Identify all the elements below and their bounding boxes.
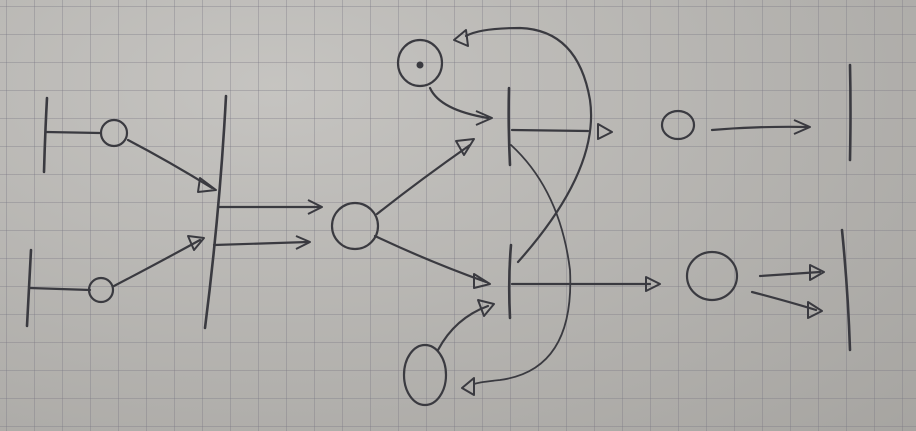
arrowhead-open	[473, 273, 491, 289]
arrowhead-open	[807, 301, 823, 319]
token	[416, 61, 424, 69]
arrowhead-open	[455, 138, 475, 156]
central-place	[330, 201, 380, 251]
arc-place-bottom-to-transition	[112, 238, 202, 288]
arrowhead-open	[597, 123, 613, 140]
arc-upper-transition-out	[510, 128, 590, 133]
arrowhead-open	[461, 377, 475, 396]
arrowhead-open	[295, 235, 311, 250]
sink-bar-lower	[840, 228, 852, 352]
input-bar-top	[42, 96, 49, 174]
arc-place-top-to-transition	[126, 138, 214, 190]
transition-bar-lower-right	[507, 243, 513, 320]
arc-central-to-upper-transition	[375, 143, 472, 216]
arc-lower-transition-back-to-top-place	[464, 26, 593, 264]
ink-strokes	[25, 26, 852, 407]
sink-bar-upper	[848, 63, 852, 162]
arrowhead-open	[475, 110, 493, 126]
bottom-place	[402, 343, 448, 407]
output-place-upper	[660, 109, 696, 141]
arrowhead-open	[187, 235, 205, 251]
input-place-top	[99, 118, 129, 148]
arc-upper-transition-to-bottom-place	[473, 144, 572, 385]
arc-transition-to-place-lower	[212, 240, 310, 247]
output-place-lower	[685, 250, 739, 302]
arc-lower-place-to-sink-b	[750, 290, 818, 312]
arc-upper-place-to-sink	[710, 125, 810, 132]
arrowhead-open	[645, 276, 661, 292]
input-place-bottom	[87, 276, 115, 304]
arrowhead-open	[453, 29, 469, 47]
arrowhead-open	[793, 119, 811, 135]
input-stub-bottom	[28, 286, 92, 292]
arc-top-place-to-upper-transition	[428, 86, 490, 120]
transition-bar-center	[203, 94, 228, 330]
arrowhead-open	[197, 177, 217, 193]
arrowhead-open	[477, 299, 495, 317]
arc-central-to-lower-transition	[373, 234, 488, 284]
input-bar-bottom	[25, 248, 33, 328]
transition-bar-upper-right	[507, 86, 512, 167]
top-marked-place	[396, 38, 444, 88]
arc-bottom-place-to-lower-transition	[436, 304, 490, 352]
arrowhead-open	[809, 264, 825, 281]
input-stub-top	[44, 130, 102, 135]
arrowhead-open	[307, 199, 323, 215]
